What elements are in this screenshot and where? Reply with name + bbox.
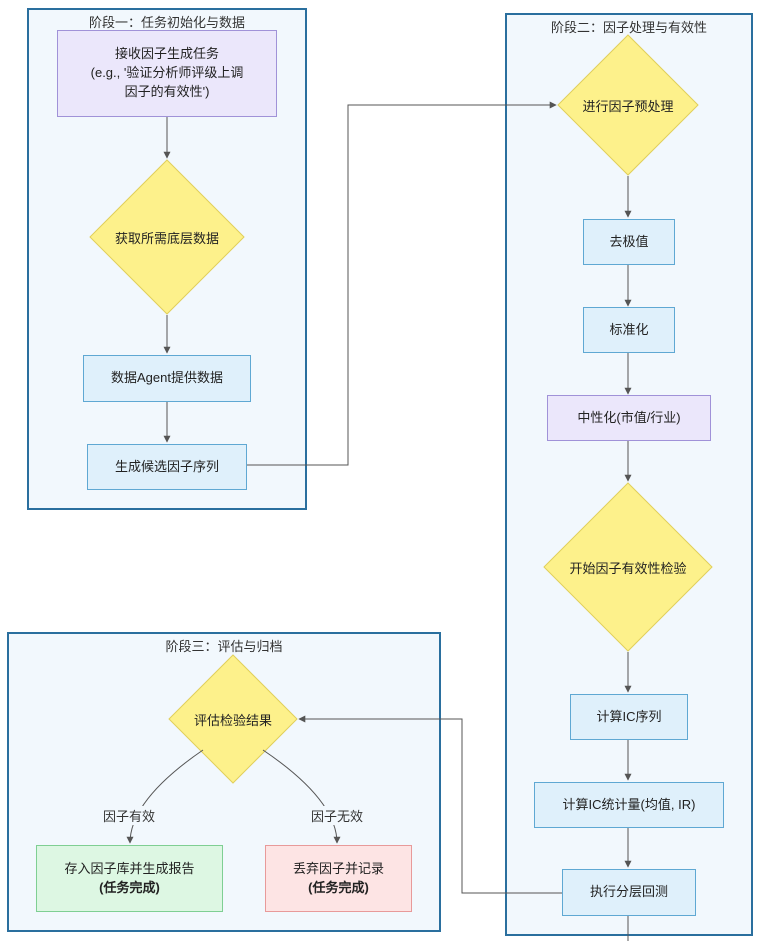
edge-evaluate-to-discard bbox=[262, 749, 341, 844]
node-neutralize: 中性化(市值/行业) bbox=[547, 395, 711, 441]
node-standardize: 标准化 bbox=[583, 307, 675, 353]
node-get-data: 获取所需底层数据 bbox=[114, 230, 219, 246]
node-save-factor: 存入因子库并生成报告 (任务完成) bbox=[36, 845, 223, 912]
stage-1-title: 阶段一：任务初始化与数据 bbox=[88, 15, 245, 30]
edge-label-valid: 因子有效 bbox=[101, 806, 158, 825]
edge-evaluate-to-save bbox=[126, 749, 204, 844]
node-receive-task-line3: 因子的有效性') bbox=[124, 83, 210, 99]
node-discard-factor: 丢弃因子并记录 (任务完成) bbox=[265, 845, 412, 912]
node-receive-task-line1: 接收因子生成任务 bbox=[114, 46, 219, 62]
node-receive-task-line2: (e.g., '验证分析师评级上调 bbox=[90, 65, 244, 81]
diamond-get-data bbox=[89, 159, 245, 315]
diamond-start-check bbox=[543, 482, 713, 652]
node-discard-factor-line1: 丢弃因子并记录 bbox=[292, 860, 384, 876]
stage-3-title: 阶段三：评估与归档 bbox=[165, 639, 283, 654]
node-discard-factor-line2: (任务完成) bbox=[308, 879, 369, 895]
node-layer-backtest: 执行分层回测 bbox=[562, 869, 696, 916]
edge-backtest-to-evaluate bbox=[298, 715, 562, 894]
node-receive-task: 接收因子生成任务 (e.g., '验证分析师评级上调 因子的有效性') bbox=[57, 30, 277, 117]
node-winsorize: 去极值 bbox=[583, 219, 675, 265]
node-start-check: 开始因子有效性检验 bbox=[569, 560, 687, 576]
node-preprocess: 进行因子预处理 bbox=[582, 98, 674, 114]
edge-label-invalid: 因子无效 bbox=[309, 806, 366, 825]
edge-generate-to-preprocess bbox=[247, 101, 557, 466]
node-calc-ic-stats: 计算IC统计量(均值, IR) bbox=[534, 782, 724, 828]
node-evaluate: 评估检验结果 bbox=[193, 712, 272, 728]
node-generate-candidates: 生成候选因子序列 bbox=[87, 444, 247, 490]
node-save-factor-line1: 存入因子库并生成报告 bbox=[64, 860, 195, 876]
stage-2-title: 阶段二：因子处理与有效性 bbox=[550, 20, 707, 35]
diamond-preprocess bbox=[557, 34, 699, 176]
node-data-agent: 数据Agent提供数据 bbox=[83, 355, 251, 402]
node-calc-ic: 计算IC序列 bbox=[570, 694, 688, 740]
node-save-factor-line2: (任务完成) bbox=[99, 879, 160, 895]
